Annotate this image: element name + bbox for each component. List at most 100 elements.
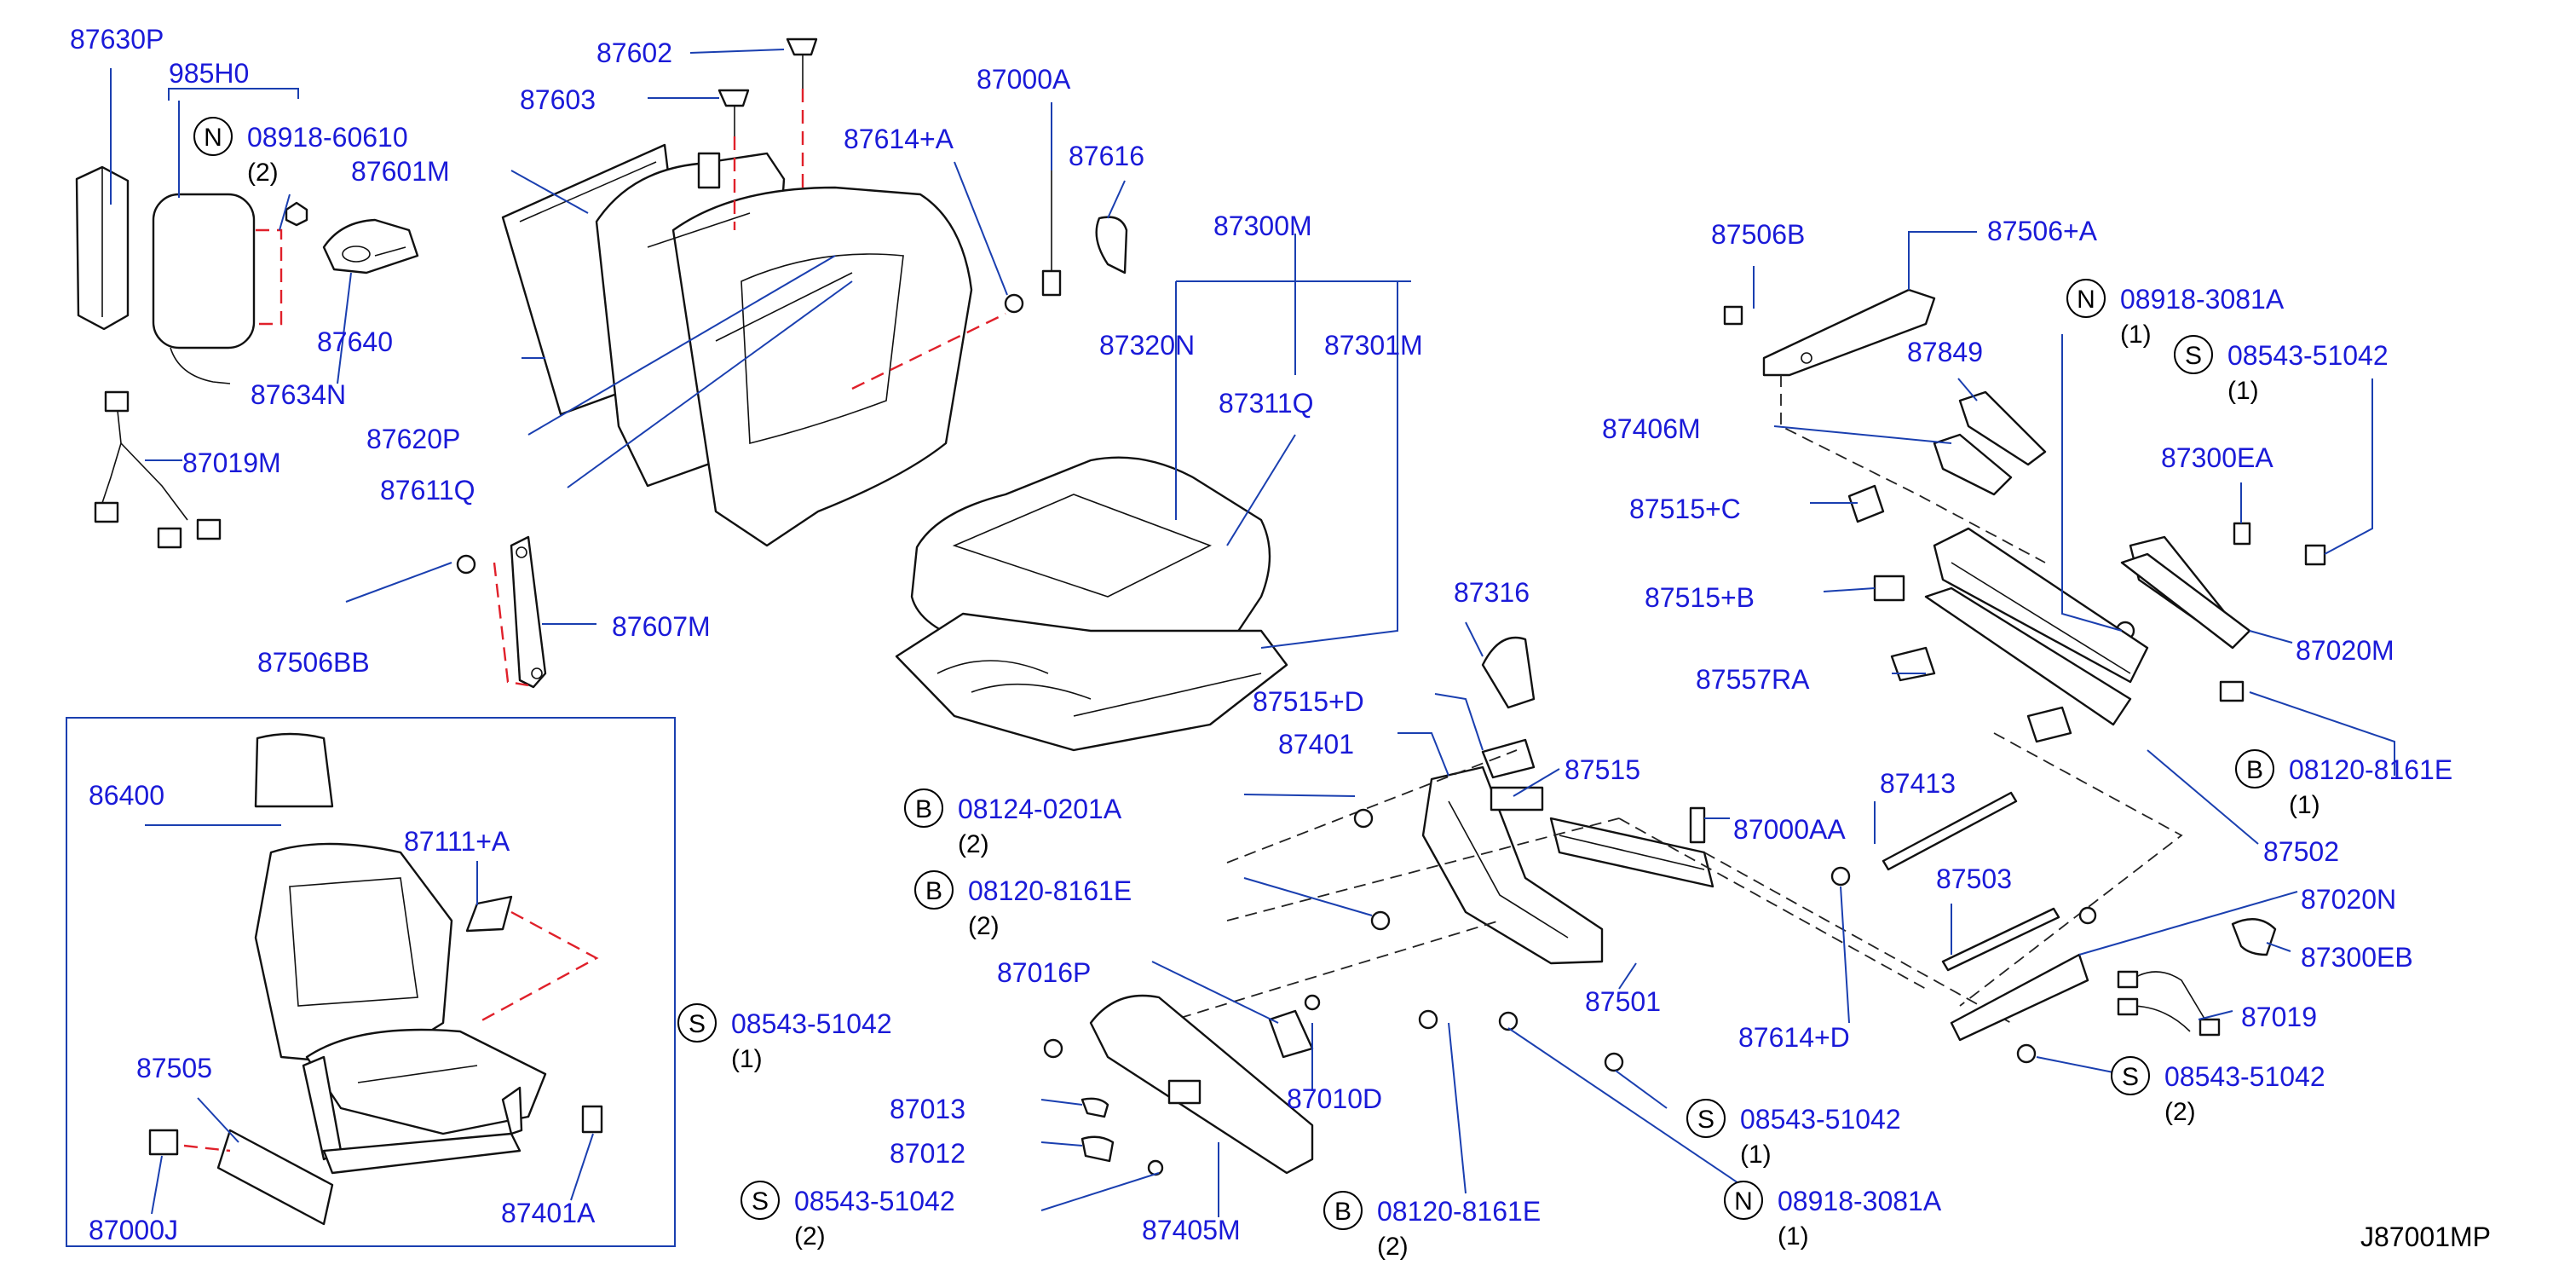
- part-label-87311q: 87311Q: [1219, 388, 1314, 419]
- part-label-87634n: 87634N: [251, 379, 346, 410]
- part-label-87607m: 87607M: [612, 611, 711, 642]
- part-number: 08543-51042: [731, 1008, 892, 1039]
- part-label-87849: 87849: [1907, 337, 1983, 367]
- part-label-87614-a: 87614+A: [844, 124, 954, 154]
- part-label-87515-b: 87515+B: [1645, 582, 1755, 613]
- part-number: 87611Q: [380, 475, 475, 505]
- quantity: (1): [1740, 1141, 1772, 1169]
- leader-lines: [110, 49, 2395, 1217]
- part-number: 87111+A: [404, 826, 510, 857]
- part-number: 87515+C: [1629, 494, 1741, 524]
- bracket-87849: [1933, 390, 2047, 496]
- part-number: 87019: [2241, 1002, 2317, 1032]
- part-label-87010d: 87010D: [1287, 1083, 1382, 1114]
- part-number: 08543-51042: [1740, 1104, 1901, 1135]
- part-number: 87557RA: [1696, 664, 1810, 695]
- part-number: 87000A: [977, 64, 1071, 95]
- prefix-letter: B: [1334, 1198, 1351, 1226]
- prefix-circle: [2235, 749, 2274, 788]
- quantity: (2): [968, 912, 1000, 940]
- part-number: 87000J: [89, 1215, 178, 1245]
- quantity: (1): [731, 1045, 763, 1073]
- bracket-87607m: [456, 535, 547, 689]
- prefix-letter: B: [2246, 756, 2263, 784]
- part-label-87640: 87640: [317, 326, 393, 357]
- part-number: 87502: [2263, 836, 2339, 867]
- cup-holder-part: [322, 218, 419, 274]
- part-number: 08543-51042: [2227, 340, 2389, 371]
- prefix-circle: [1323, 1191, 1363, 1230]
- part-number: 87401: [1278, 729, 1354, 760]
- part-number: 87020M: [2296, 635, 2394, 666]
- rail-87020n: [1950, 953, 2089, 1042]
- part-label-87557ra: 87557RA: [1696, 664, 1810, 695]
- part-label-87300m: 87300M: [1213, 211, 1312, 241]
- part-label-87012: 87012: [890, 1138, 965, 1169]
- prefix-letter: S: [2122, 1063, 2139, 1091]
- bolt-87000a: [1041, 170, 1062, 297]
- prefix-letter: S: [1697, 1106, 1714, 1134]
- part-label-87515-c: 87515+C: [1629, 494, 1741, 524]
- part-number: 87320N: [1099, 330, 1195, 361]
- part-label-87020n: 87020N: [2301, 884, 2396, 915]
- prefix-letter: S: [752, 1187, 769, 1216]
- part-number: 08918-3081A: [1778, 1186, 1942, 1216]
- prefix-letter: B: [915, 795, 932, 823]
- part-label-86400: 86400: [89, 780, 164, 811]
- part-label-87515-d: 87515+D: [1253, 686, 1364, 717]
- part-label-08543-51042: S 08543-51042 (2): [741, 1181, 955, 1251]
- quantity: (2): [247, 159, 279, 187]
- part-number: 985H0: [169, 58, 249, 89]
- part-number: 87607M: [612, 611, 711, 642]
- seat-back-part: [501, 38, 1024, 547]
- prefix-circle: [2066, 279, 2106, 318]
- part-label-08120-8161e: B 08120-8161E (2): [1323, 1191, 1541, 1261]
- part-label-87406m: 87406M: [1602, 413, 1701, 444]
- part-number: 87010D: [1287, 1083, 1382, 1114]
- part-label-87620p: 87620P: [366, 424, 460, 454]
- part-number: 08918-60610: [247, 122, 408, 153]
- part-number: 87406M: [1602, 413, 1701, 444]
- part-number: 87506BB: [257, 647, 370, 678]
- part-number: 08543-51042: [794, 1186, 955, 1216]
- cover-87405m: [1089, 994, 1314, 1175]
- part-label-87413: 87413: [1880, 768, 1956, 799]
- part-number: 87601M: [351, 156, 450, 187]
- part-label-87616: 87616: [1069, 141, 1144, 171]
- part-number: 87501: [1585, 986, 1661, 1017]
- inset-frame: [66, 717, 676, 1247]
- part-label-87301m: 87301M: [1324, 330, 1423, 361]
- prefix-letter: B: [925, 877, 942, 905]
- quantity: (1): [2227, 377, 2259, 405]
- quantity: (2): [794, 1222, 826, 1251]
- part-label-87506bb: 87506BB: [257, 647, 370, 678]
- quantity: (2): [1377, 1233, 1409, 1261]
- prefix-circle: [2174, 335, 2213, 374]
- part-number: 87316: [1454, 577, 1530, 608]
- rail-87020m: [2115, 522, 2326, 702]
- part-number: 87506B: [1711, 219, 1805, 250]
- quantity: (1): [2289, 791, 2320, 819]
- part-number: 87019M: [182, 448, 281, 478]
- part-label-87300ea: 87300EA: [2161, 442, 2273, 473]
- part-number: 87405M: [1142, 1215, 1241, 1245]
- prefix-circle: [741, 1181, 780, 1220]
- part-label-87320n: 87320N: [1099, 330, 1195, 361]
- part-number: 87640: [317, 326, 393, 357]
- part-number: 08918-3081A: [2120, 284, 2285, 315]
- part-label-87601m: 87601M: [351, 156, 450, 187]
- track-87502: [1847, 484, 2149, 743]
- part-number: 08120-8161E: [1377, 1196, 1541, 1227]
- part-number: 87620P: [366, 424, 460, 454]
- part-label-08543-51042: S 08543-51042 (1): [1686, 1099, 1901, 1169]
- quantity: (2): [958, 830, 989, 858]
- part-label-87501: 87501: [1585, 986, 1661, 1017]
- clip-87616: [1095, 216, 1128, 274]
- part-number: 87515+D: [1253, 686, 1364, 717]
- part-number: 87505: [136, 1053, 212, 1083]
- prefix-circle: [914, 870, 954, 910]
